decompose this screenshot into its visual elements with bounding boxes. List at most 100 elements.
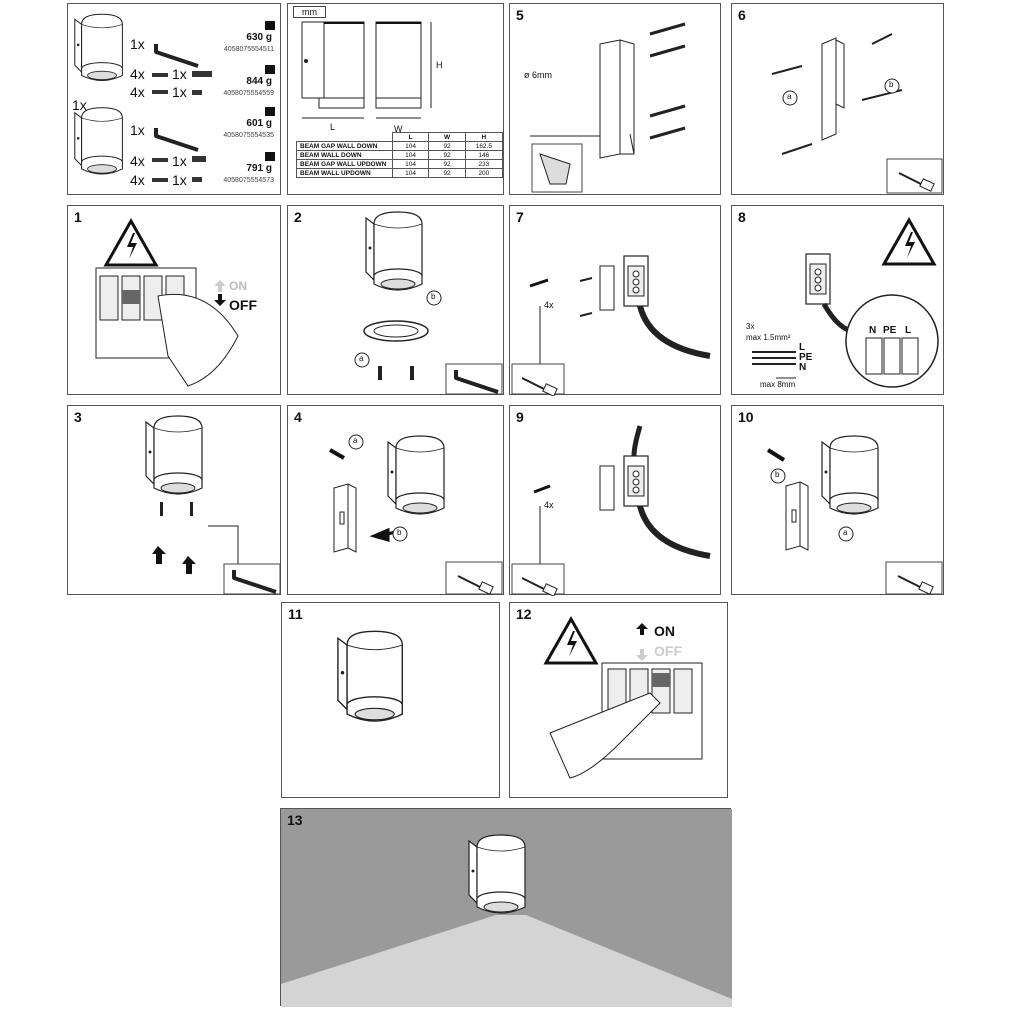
product-weight: 601 g <box>246 118 272 129</box>
screw-quantity: 4x <box>130 66 145 82</box>
length-value: 104 <box>391 150 430 160</box>
assembled-lamp-drawing <box>337 630 403 722</box>
column-header: H <box>464 132 504 142</box>
step-number: 6 <box>738 7 746 23</box>
width-value: 92 <box>428 150 466 160</box>
step-12-panel: 12 ON OFF <box>509 602 728 798</box>
step-11-panel: 11 <box>281 602 500 798</box>
model-name: BEAM GAP WALL DOWN <box>296 141 393 151</box>
hex-key-icon <box>154 126 200 152</box>
product-ean: 4058075554559 <box>223 90 274 97</box>
electrical-warning-icon <box>104 219 158 267</box>
height-value: 162.5 <box>464 141 504 151</box>
callout-a: a <box>843 528 848 537</box>
step-2-panel: 2 b a <box>287 205 504 395</box>
length-value: 104 <box>391 159 430 169</box>
product-weight: 630 g <box>246 32 272 43</box>
step-number: 10 <box>738 409 754 425</box>
height-value: 146 <box>464 150 504 160</box>
model-name: BEAM WALL UPDOWN <box>296 168 393 178</box>
dimension-drawing <box>301 21 432 119</box>
length-label: L <box>330 122 336 132</box>
switch-on-drawing <box>544 617 703 779</box>
step-10-panel: 10 b a <box>731 405 944 596</box>
screw-quantity: 1x <box>172 66 187 82</box>
column-header: L <box>391 132 430 142</box>
product-ean: 4058075554573 <box>223 177 274 184</box>
step-13-panel: 13 <box>280 808 732 1007</box>
width-value: 92 <box>428 159 466 169</box>
step-number: 2 <box>294 209 302 225</box>
remove-ring-drawing <box>354 211 503 395</box>
electrical-warning-icon <box>544 617 598 665</box>
product-weight: 791 g <box>246 163 272 174</box>
package-contents-panel: 1x 1x 4x 1x 4x 1x 1x 4x 1x 4x 1x 630 g 4… <box>67 3 281 195</box>
step-3-panel: 3 <box>67 405 281 595</box>
step-number: 11 <box>288 606 303 622</box>
height-label: H <box>436 60 443 70</box>
close-junction-box-drawing <box>511 425 711 596</box>
step-number: 4 <box>294 409 302 425</box>
loosen-screws-drawing <box>145 415 281 595</box>
wiring-drawing <box>752 218 939 388</box>
width-label: W <box>394 124 403 134</box>
length-value: 104 <box>391 141 430 151</box>
screw-quantity: 1x <box>172 172 187 188</box>
lamp-illustration <box>74 107 123 175</box>
wire-label-l: L <box>799 342 806 353</box>
wire-section: max 1.5mm² <box>746 333 791 342</box>
product-ean: 4058075554535 <box>223 132 274 139</box>
callout-a: a <box>359 354 364 363</box>
step-number: 7 <box>516 209 524 225</box>
lamp-quantity: 1x <box>72 97 87 113</box>
step-number: 13 <box>287 812 303 828</box>
step-9-panel: 9 4x <box>509 405 721 596</box>
callout-b: b <box>431 292 436 301</box>
screw-quantity: 4x <box>130 153 145 169</box>
step-number: 3 <box>74 409 82 425</box>
attach-lamp-drawing <box>766 435 943 596</box>
step-number: 5 <box>516 7 524 23</box>
model-name: BEAM WALL DOWN <box>296 150 393 160</box>
package-contents-drawing <box>74 13 275 182</box>
lamp-illustration <box>74 13 123 82</box>
detach-bracket-drawing <box>329 434 503 596</box>
step-7-panel: 7 4x <box>509 205 721 396</box>
step-1-panel: 1 ON OFF <box>67 205 281 395</box>
lamp-illuminating-drawing <box>281 809 732 1007</box>
off-label: OFF <box>654 643 682 659</box>
step-6-panel: 6 a b <box>731 3 944 195</box>
height-value: 200 <box>464 168 504 178</box>
screw-count: 4x <box>544 500 554 510</box>
screw-quantity: 1x <box>172 153 187 169</box>
terminal-n: N <box>869 325 877 336</box>
on-label: ON <box>229 279 247 293</box>
step-number: 8 <box>738 209 746 225</box>
drill-diameter-label: ø 6mm <box>524 70 552 80</box>
hex-key-icon <box>154 42 200 68</box>
column-header: W <box>428 132 466 142</box>
hex-key-quantity: 1x <box>130 122 145 138</box>
height-value: 233 <box>464 159 504 169</box>
product-weight: 844 g <box>246 76 272 87</box>
drill-holes-drawing <box>530 22 686 193</box>
terminal-l: L <box>905 325 912 336</box>
unit-label: mm <box>293 6 326 18</box>
callout-b: b <box>775 470 780 479</box>
product-ean: 4058075554511 <box>223 46 274 53</box>
terminal-pe: PE <box>883 325 897 336</box>
step-number: 9 <box>516 409 524 425</box>
screw-count: 4x <box>544 300 554 310</box>
width-value: 92 <box>428 141 466 151</box>
step-8-panel: 8 3x max 1.5mm² L PE N max 8mm N PE L <box>731 205 944 395</box>
step-number: 12 <box>516 606 532 622</box>
wire-count: 3x <box>746 322 755 331</box>
anchor-quantity: 4x <box>130 172 145 188</box>
callout-b: b <box>397 528 402 537</box>
on-label: ON <box>654 623 675 639</box>
